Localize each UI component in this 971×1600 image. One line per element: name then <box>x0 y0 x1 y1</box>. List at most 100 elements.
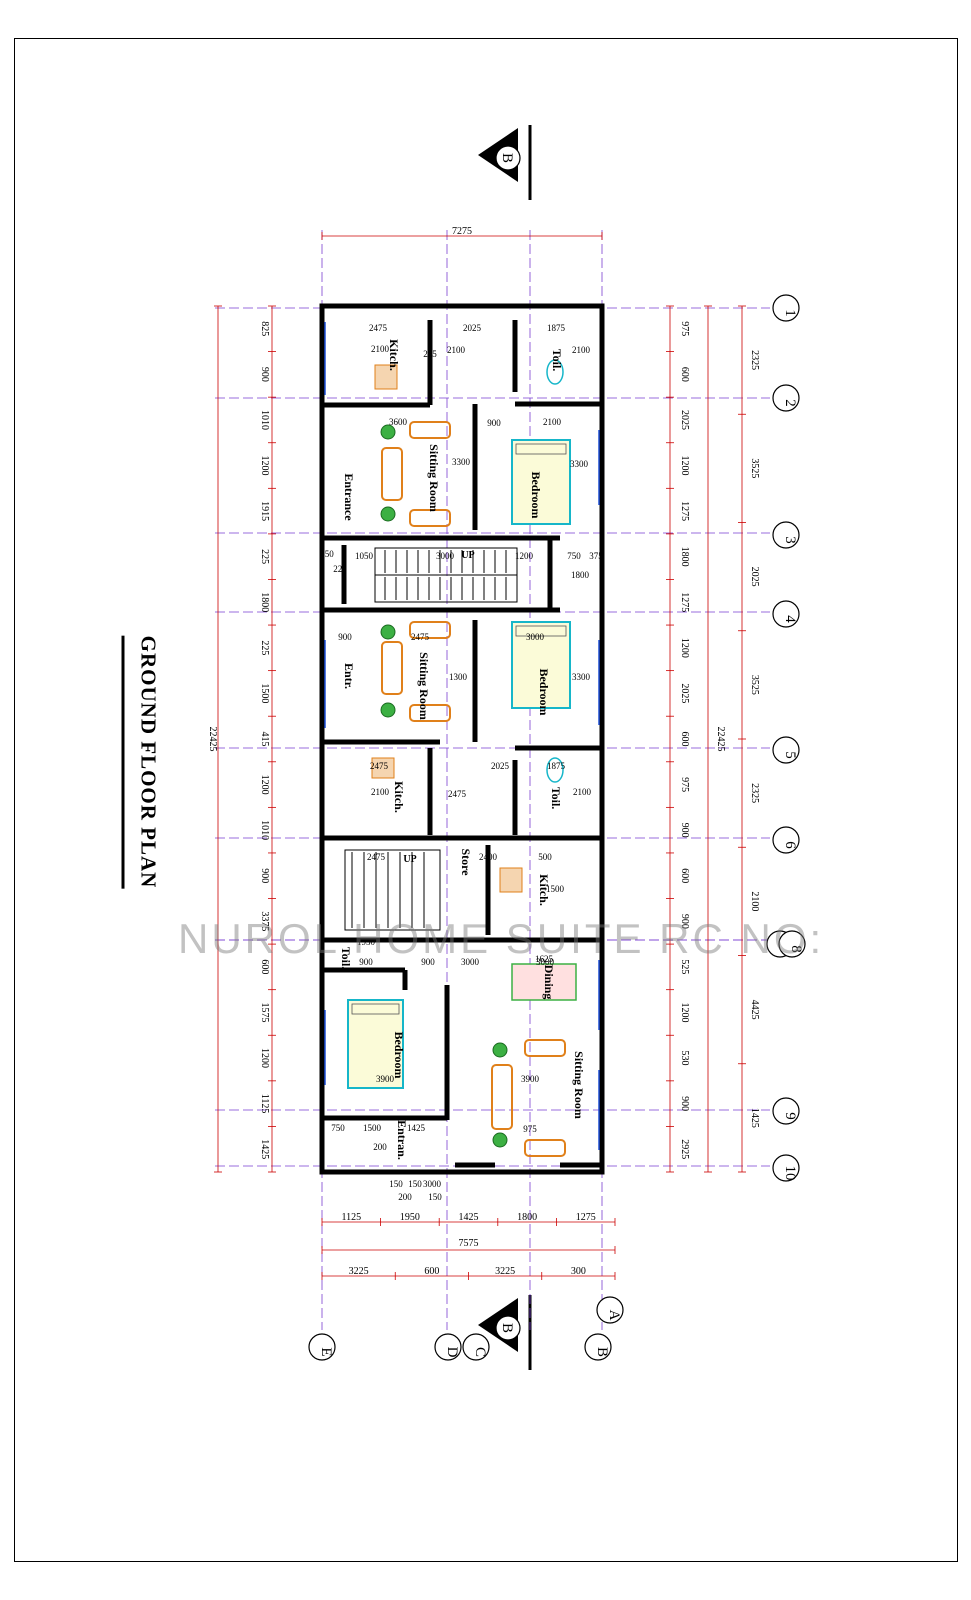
dim-right-inner-label: 2025 <box>679 410 690 430</box>
dim-right-inner-label: 2025 <box>679 683 690 703</box>
interior-dim-label: 975 <box>523 1124 537 1134</box>
dim-top-label: 7275 <box>452 226 472 237</box>
interior-dim-label: 3600 <box>389 417 408 427</box>
dim-right-outer-label: 4425 <box>749 1000 760 1020</box>
dim-left-inner-label: 415 <box>259 732 270 747</box>
interior-dim-label: 2100 <box>447 345 466 355</box>
grid-bubble-label: E <box>318 1347 334 1356</box>
dim-right-inner-label: 975 <box>679 321 690 336</box>
furniture <box>347 359 577 1157</box>
grid-bubble-label: B <box>594 1347 610 1357</box>
room-label: Store <box>459 848 473 876</box>
grid-bubble-col <box>434 1333 462 1361</box>
interior-dim-label: 500 <box>538 852 552 862</box>
interior-dim-label: 3900 <box>521 1074 540 1084</box>
interior-dim-label: 1950 <box>357 937 376 947</box>
dim-bottom-1-label: 1950 <box>400 1212 420 1223</box>
room-label: Kitch. <box>537 874 551 906</box>
interior-dim-label: 900 <box>421 957 435 967</box>
interior-dim-label: 150 <box>408 1179 422 1189</box>
dim-left-inner-label: 225 <box>259 640 270 655</box>
interior-dim-label: 3000 <box>423 1179 442 1189</box>
dim-bottom-2-label: 3225 <box>495 1266 515 1277</box>
interior-dim-label: 1875 <box>547 761 566 771</box>
sofa <box>491 1064 513 1130</box>
interior-dim-label: 3000 <box>436 551 455 561</box>
section-marker-bottom: B <box>478 1295 532 1370</box>
sofa <box>409 621 451 639</box>
room-label: Bedroom <box>392 1031 406 1078</box>
bed <box>347 999 404 1089</box>
grid-bubble-row <box>772 600 800 628</box>
room-label: Toil. <box>550 349 564 372</box>
interior-dim-label: 225 <box>333 564 347 574</box>
sofa <box>409 704 451 722</box>
plant <box>380 424 396 440</box>
interior-dim-label: 3300 <box>572 672 591 682</box>
dim-right-inner-label: 600 <box>679 367 690 382</box>
grid-bubble-label: C <box>472 1347 488 1357</box>
toilet-bowl <box>546 757 564 783</box>
grid-bubble-label: 3 <box>782 536 798 544</box>
grid-bubble-label: 6 <box>782 841 798 849</box>
dim-right-inner-label: 975 <box>679 777 690 792</box>
dim-left-inner-label: 900 <box>259 367 270 382</box>
drawing-frame <box>14 38 958 1562</box>
interior-dim-label: 1200 <box>515 551 534 561</box>
interior-dim-label: 750 <box>567 551 581 561</box>
plant <box>380 624 396 640</box>
grid-bubble-col <box>308 1333 336 1361</box>
grid-bubble-row <box>772 736 800 764</box>
svg-text:B: B <box>499 1323 515 1333</box>
pillow <box>515 625 567 637</box>
dim-bottom-total-label: 7575 <box>459 1238 479 1249</box>
dim-bottom-1-label: 1425 <box>459 1212 479 1223</box>
interior-dim-label: 900 <box>338 632 352 642</box>
interior-dim-label: 1625 <box>535 954 554 964</box>
interior-dim-label: 2475 <box>411 632 430 642</box>
room-label: Dining <box>542 965 556 1000</box>
interior-dim-label: 3000 <box>461 957 480 967</box>
room-label: Sitting Room <box>417 652 431 720</box>
grid-bubble-col <box>596 1296 624 1324</box>
dim-left-inner-label: 225 <box>259 549 270 564</box>
dim-right-inner-label: 1200 <box>679 638 690 658</box>
dim-right-outer-label: 2325 <box>749 783 760 803</box>
interior-dim-label: 200 <box>398 1192 412 1202</box>
dim-right-outer-label: 1425 <box>749 1108 760 1128</box>
sofa <box>524 1139 566 1157</box>
section-marker-top: B <box>478 125 532 200</box>
dim-left-inner-label: 1500 <box>259 683 270 703</box>
interior-dim-label: 150 <box>428 1192 442 1202</box>
room-label: Entrance <box>342 473 356 521</box>
interior-dim-label: 750 <box>331 1123 345 1133</box>
dim-right-total-label: 22425 <box>715 727 726 752</box>
interior-dim-label: 3000 <box>536 957 555 967</box>
dim-right-inner-label: 900 <box>679 914 690 929</box>
cooker <box>374 364 398 390</box>
interior-dim-label: 2100 <box>573 787 592 797</box>
dim-right-outer-label: 2025 <box>749 567 760 587</box>
staircase <box>344 547 518 931</box>
dim-right-inner-label: 600 <box>679 868 690 883</box>
interior-dim-label: 3000 <box>526 632 545 642</box>
interior-dim-label: 1500 <box>546 884 565 894</box>
dim-right-inner-label: 1200 <box>679 1002 690 1022</box>
grid-row-bubbles: 12345678910 <box>766 294 806 1182</box>
watermark: NUROL HOME SUITE RC NO: <box>178 915 825 962</box>
pillow <box>351 1003 400 1015</box>
dim-left-inner-label: 1200 <box>259 456 270 476</box>
interior-dim-label: 2475 <box>367 852 386 862</box>
grid-bubble-col <box>584 1333 612 1361</box>
plant <box>492 1042 508 1058</box>
interior-dim-label: 375 <box>589 551 603 561</box>
svg-text:B: B <box>499 153 515 163</box>
interior-dim-label: 225 <box>423 349 437 359</box>
dim-right-inner-label: 1275 <box>679 592 690 612</box>
dim-bottom-2-label: 300 <box>571 1266 586 1277</box>
grid-bubble-label: A <box>606 1310 622 1321</box>
grid-bubble-col <box>462 1333 490 1361</box>
interior-dim-label: 1300 <box>449 672 468 682</box>
